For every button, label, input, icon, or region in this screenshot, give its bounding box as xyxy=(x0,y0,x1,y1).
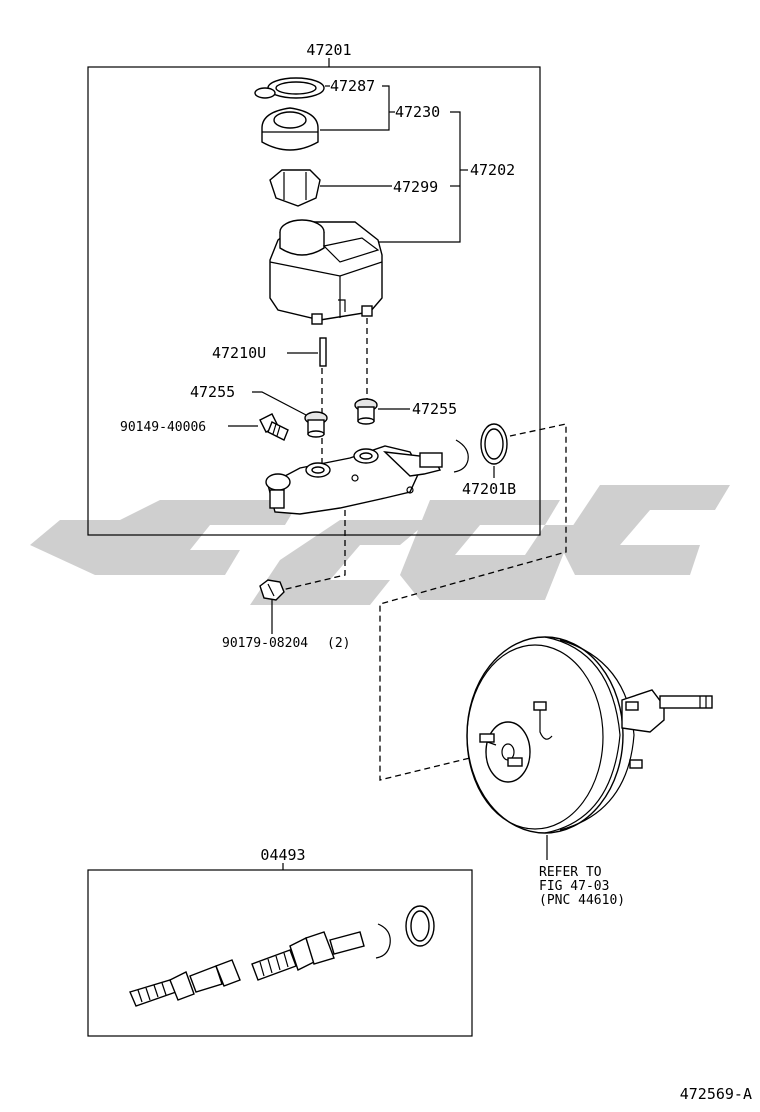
label-47201b[interactable]: 47201B xyxy=(462,480,516,498)
brake-booster-part[interactable] xyxy=(466,636,713,834)
master-cylinder-body-part[interactable] xyxy=(265,445,443,515)
kit-snap-ring-part[interactable] xyxy=(375,923,391,959)
label-47255-right[interactable]: 47255 xyxy=(412,400,457,418)
watermark-logo xyxy=(30,485,730,605)
booster-ref-line3[interactable]: (PNC 44610) xyxy=(539,893,625,908)
label-90179-08204[interactable]: 90179-08204 xyxy=(222,636,308,651)
repair-kit-box xyxy=(87,869,473,1037)
label-47201[interactable]: 47201 xyxy=(306,41,351,59)
label-04493[interactable]: 04493 xyxy=(260,846,305,864)
drawing-number: 472569-A xyxy=(680,1085,752,1103)
label-47210u[interactable]: 47210U xyxy=(212,344,266,362)
grommet-right-part[interactable] xyxy=(354,398,378,425)
union-bolt-part[interactable] xyxy=(259,413,289,441)
nut-part[interactable] xyxy=(259,579,285,601)
pin-part[interactable] xyxy=(319,337,327,367)
label-47255-left[interactable]: 47255 xyxy=(190,383,235,401)
label-47230[interactable]: 47230 xyxy=(395,103,440,121)
reservoir-cap-part[interactable] xyxy=(261,107,319,151)
grommet-left-part[interactable] xyxy=(304,411,328,438)
label-nut-qty: (2) xyxy=(327,636,350,651)
strainer-part[interactable] xyxy=(269,169,321,207)
booster-ref-line2[interactable]: FIG 47-03 xyxy=(539,879,609,894)
reservoir-tank-part[interactable] xyxy=(269,219,383,325)
label-47287[interactable]: 47287 xyxy=(330,77,375,95)
label-47299[interactable]: 47299 xyxy=(393,178,438,196)
label-47202[interactable]: 47202 xyxy=(470,161,515,179)
snap-ring-part[interactable] xyxy=(453,439,469,473)
master-cylinder-box xyxy=(87,66,541,536)
label-90149-40006[interactable]: 90149-40006 xyxy=(120,420,206,435)
piston-front-part[interactable] xyxy=(129,959,241,1007)
kit-seal-ring-part[interactable] xyxy=(405,905,435,947)
booster-ref-line1[interactable]: REFER TO xyxy=(539,865,602,880)
piston-rear-part[interactable] xyxy=(251,931,365,981)
gasket-part[interactable] xyxy=(254,77,325,99)
seal-ring-part[interactable] xyxy=(480,423,508,465)
